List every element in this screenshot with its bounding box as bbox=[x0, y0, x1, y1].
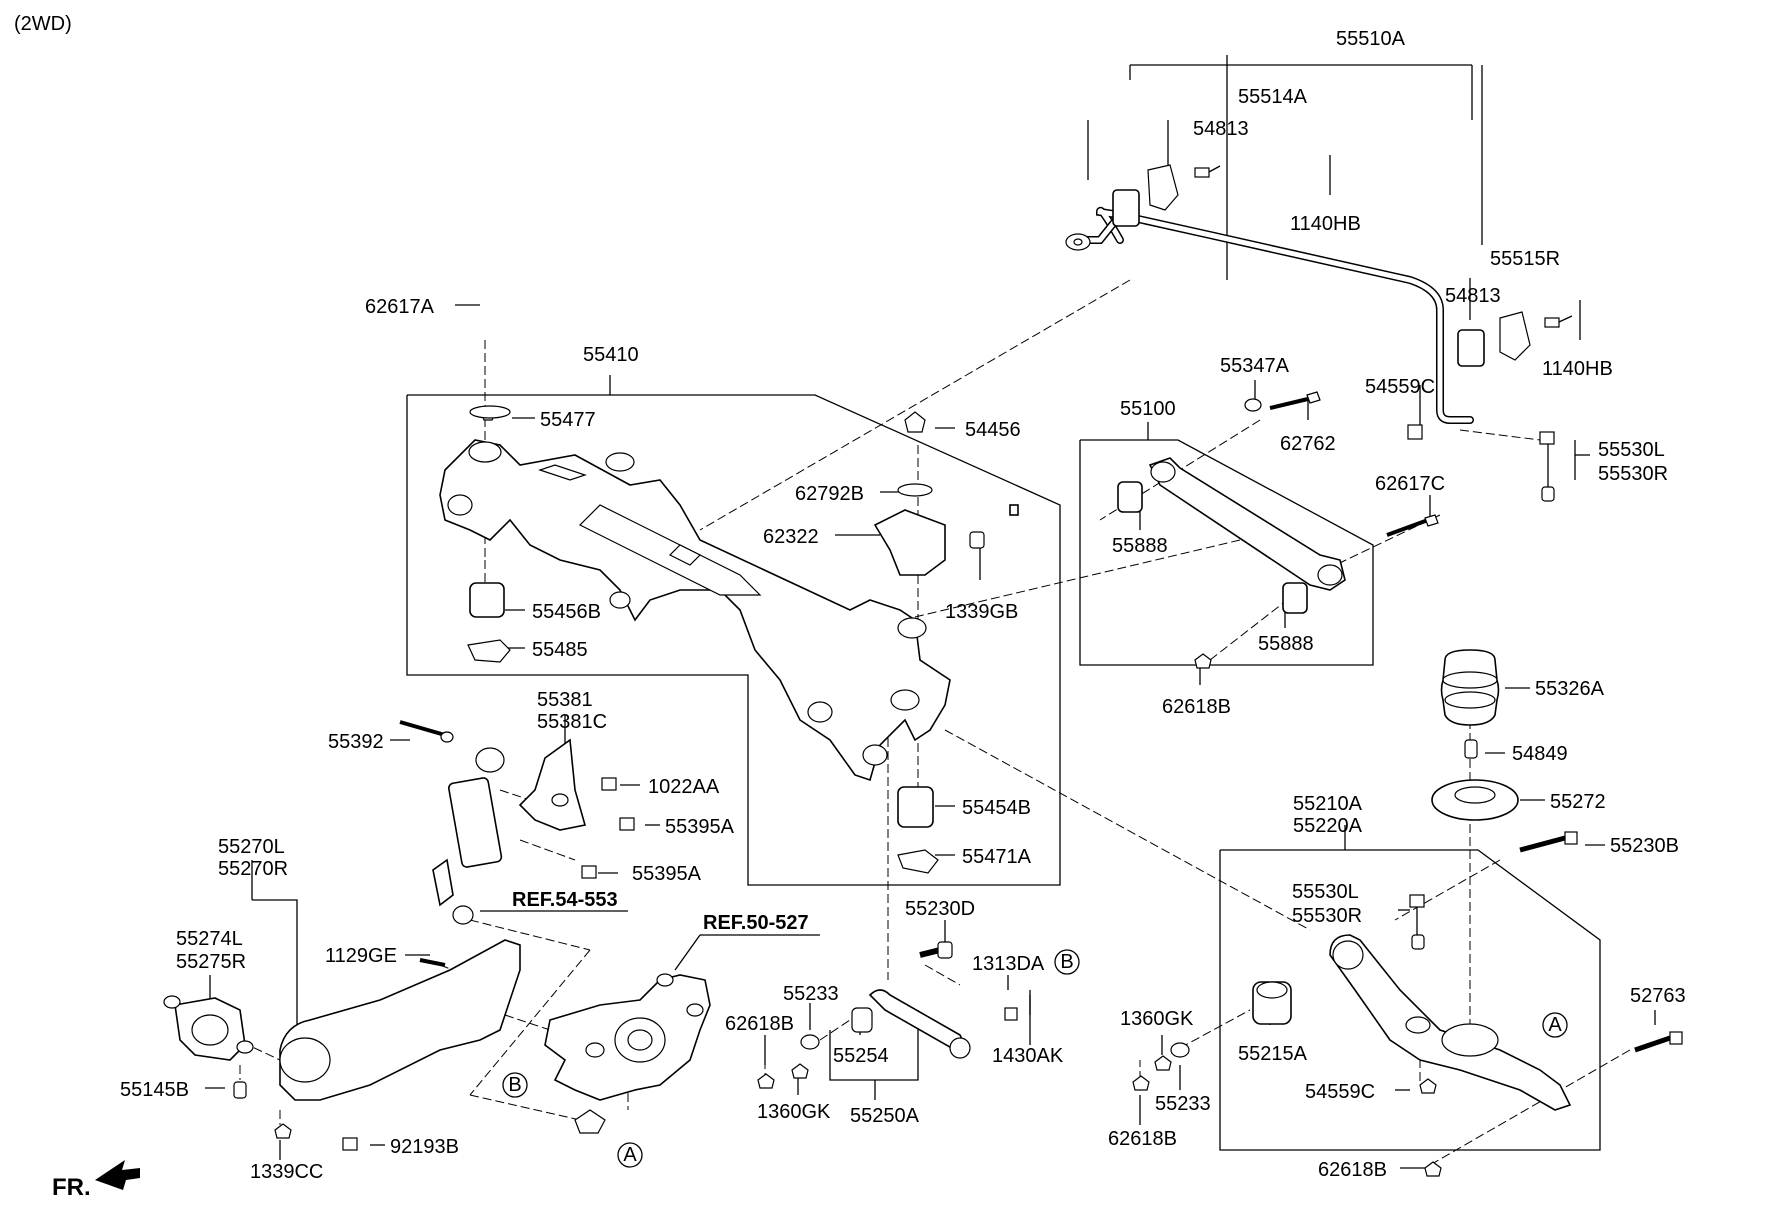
shock-absorber bbox=[399, 720, 635, 925]
part-number: 54559C bbox=[1365, 376, 1435, 398]
part-number: 55395A bbox=[632, 863, 702, 885]
trailing-arm bbox=[163, 939, 521, 1151]
part-number: 1140HB bbox=[1542, 358, 1613, 380]
part-number: 55233 bbox=[783, 983, 839, 1005]
callout-a-label: A bbox=[1548, 1014, 1562, 1036]
part-number: 1360GK bbox=[757, 1101, 831, 1123]
part-number: 92193B bbox=[390, 1136, 459, 1158]
part-number: 55515R bbox=[1490, 248, 1560, 270]
part-number: 55510A bbox=[1336, 28, 1406, 50]
part-number: 55100 bbox=[1120, 398, 1176, 420]
part-number: 55230D bbox=[905, 898, 975, 920]
front-label: FR. bbox=[52, 1174, 91, 1201]
part-number: 62322 bbox=[763, 526, 819, 548]
part-number: 1339CC bbox=[250, 1161, 323, 1183]
part-number: 55392 bbox=[328, 731, 384, 753]
part-number: 55381 bbox=[537, 689, 593, 711]
part-number: 54813 bbox=[1445, 285, 1501, 307]
part-number: 1022AA bbox=[648, 776, 720, 798]
part-number: 55530R bbox=[1598, 463, 1668, 485]
part-number: 55410 bbox=[583, 344, 639, 366]
part-number: 55381C bbox=[537, 711, 607, 733]
variant-label: (2WD) bbox=[14, 13, 72, 35]
part-number: 54849 bbox=[1512, 743, 1568, 765]
callout-b-knuckle: B bbox=[502, 1072, 528, 1098]
part-number: 1360GK bbox=[1120, 1008, 1194, 1030]
callout-b-label: B bbox=[1060, 951, 1073, 973]
part-number: 52763 bbox=[1630, 985, 1686, 1007]
part-number: 54559C bbox=[1305, 1081, 1375, 1103]
part-number: 55530R bbox=[1292, 905, 1362, 927]
part-number: 55395A bbox=[665, 816, 735, 838]
part-number: 62618B bbox=[1108, 1128, 1177, 1150]
part-labels: (2WD) 55510A 55514A 54813 1140HB 55515R … bbox=[14, 13, 1686, 1201]
part-number: 55477 bbox=[540, 409, 596, 431]
part-number: 54456 bbox=[965, 419, 1021, 441]
stabilizer-bushing-left bbox=[1112, 164, 1221, 227]
part-number: 1430AK bbox=[992, 1045, 1064, 1067]
part-number: 55250A bbox=[850, 1105, 920, 1127]
part-number: 55485 bbox=[532, 639, 588, 661]
callout-a-label: A bbox=[623, 1144, 637, 1166]
part-number: 62618B bbox=[725, 1013, 794, 1035]
part-number: 62617C bbox=[1375, 473, 1445, 495]
lower-arm-55210A bbox=[1252, 831, 1683, 1177]
part-number: 55233 bbox=[1155, 1093, 1211, 1115]
part-number: 55347A bbox=[1220, 355, 1290, 377]
reference-label: REF.50-527 bbox=[703, 912, 809, 934]
callout-a-top: A bbox=[1542, 1012, 1568, 1038]
part-number: 55230B bbox=[1610, 835, 1679, 857]
callout-b-label: B bbox=[508, 1074, 521, 1096]
part-number: 55210A bbox=[1293, 793, 1363, 815]
part-number: 55888 bbox=[1112, 535, 1168, 557]
part-number: 55530L bbox=[1598, 439, 1665, 461]
part-number: 62762 bbox=[1280, 433, 1336, 455]
part-number: 1129GE bbox=[325, 945, 397, 967]
stabilizer-link-top bbox=[1407, 424, 1555, 502]
callout-b-top: B bbox=[1054, 949, 1080, 975]
part-number: 55270R bbox=[218, 858, 288, 880]
front-direction-arrow-icon bbox=[95, 1160, 140, 1190]
reference-label: REF.54-553 bbox=[512, 889, 618, 911]
toe-link-55250A bbox=[757, 941, 1190, 1091]
lateral-arm-55100 bbox=[1117, 391, 1439, 669]
part-number: 55274L bbox=[176, 928, 243, 950]
part-number: 55456B bbox=[532, 601, 601, 623]
part-number: 55471A bbox=[962, 846, 1032, 868]
part-number: 55145B bbox=[120, 1079, 189, 1101]
part-number: 55888 bbox=[1258, 633, 1314, 655]
part-number: 55275R bbox=[176, 951, 246, 973]
crossmember-mount-stack bbox=[467, 405, 1019, 874]
part-number: 55220A bbox=[1293, 815, 1363, 837]
part-number: 62617A bbox=[365, 296, 435, 318]
part-number: 55326A bbox=[1535, 678, 1605, 700]
part-number: 55454B bbox=[962, 797, 1031, 819]
part-number: 1313DA bbox=[972, 953, 1045, 975]
part-number: 55514A bbox=[1238, 86, 1308, 108]
part-number: 1339GB bbox=[945, 601, 1018, 623]
part-number: 55530L bbox=[1292, 881, 1359, 903]
stabilizer-bushing-right bbox=[1457, 311, 1573, 367]
spring-and-seats bbox=[1431, 649, 1519, 821]
part-number: 62618B bbox=[1162, 696, 1231, 718]
part-number: 55254 bbox=[833, 1045, 889, 1067]
part-number: 54813 bbox=[1193, 118, 1249, 140]
part-number: 55272 bbox=[1550, 791, 1606, 813]
part-number: 1140HB bbox=[1290, 213, 1361, 235]
part-number: 55270L bbox=[218, 836, 285, 858]
part-number: 55215A bbox=[1238, 1043, 1308, 1065]
part-number: 62792B bbox=[795, 483, 864, 505]
callout-a-knuckle: A bbox=[617, 1142, 643, 1168]
knuckle bbox=[544, 973, 711, 1134]
part-number: 62618B bbox=[1318, 1159, 1387, 1181]
crossmember bbox=[439, 439, 951, 782]
